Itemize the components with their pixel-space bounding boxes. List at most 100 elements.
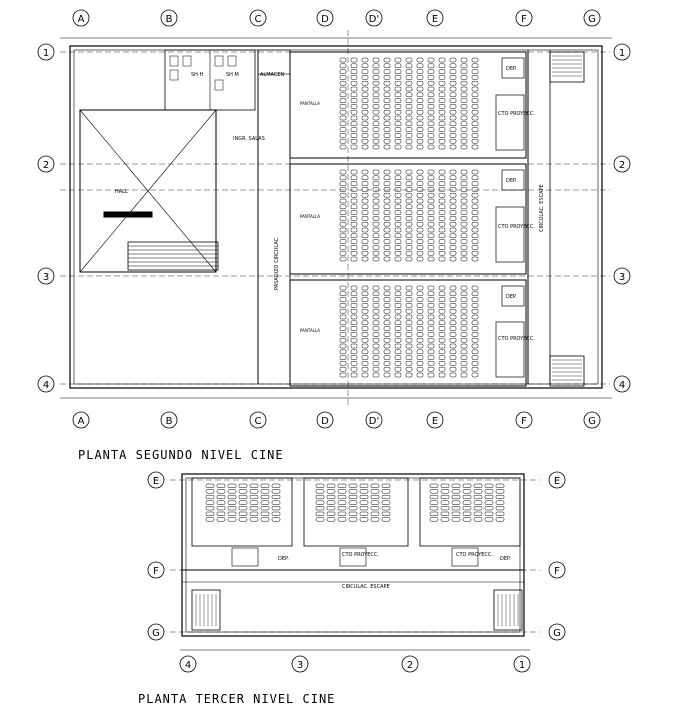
seat: [361, 75, 369, 80]
grid-row-f-left-3: F: [153, 566, 159, 577]
seat: [339, 216, 347, 221]
seat: [361, 343, 369, 349]
seat: [339, 303, 347, 308]
seat: [460, 98, 468, 103]
seat: [484, 483, 494, 488]
seat: [350, 204, 358, 210]
seat: [372, 109, 380, 115]
seat: [372, 245, 380, 250]
seat: [416, 227, 424, 233]
seat: [339, 227, 347, 233]
seat: [394, 355, 402, 360]
seat: [449, 308, 457, 314]
seat: [471, 233, 479, 239]
seat: [405, 221, 413, 227]
seat: [449, 250, 457, 256]
seat: [471, 63, 479, 69]
seating-rows-third-level: [205, 483, 505, 522]
room-cto-proyecc-1: CTO PROYECC.: [498, 111, 535, 117]
seat: [460, 349, 468, 355]
seat: [438, 216, 446, 221]
seat: [216, 506, 226, 511]
grid-col-e-top: E: [432, 14, 438, 25]
seat: [227, 517, 237, 522]
grid-col-f-top: F: [521, 14, 527, 25]
seat: [372, 326, 380, 331]
seat: [381, 483, 391, 488]
seat: [449, 92, 457, 98]
seat: [405, 138, 413, 144]
seat: [405, 314, 413, 320]
seat: [471, 245, 479, 250]
seat: [471, 75, 479, 80]
seat: [451, 500, 461, 505]
seat: [471, 355, 479, 360]
seat: [383, 69, 391, 74]
seat: [427, 349, 435, 355]
seat: [394, 109, 402, 115]
seat: [348, 500, 358, 505]
seat: [405, 109, 413, 115]
seat: [394, 104, 402, 109]
grid-row-e-right-3: E: [554, 476, 560, 487]
seat: [405, 337, 413, 343]
seat: [449, 175, 457, 181]
seat: [460, 144, 468, 150]
seat: [350, 245, 358, 250]
seat: [438, 314, 446, 320]
seat: [438, 121, 446, 127]
seat: [361, 63, 369, 69]
seat: [339, 198, 347, 204]
seat: [438, 291, 446, 297]
seat: [484, 511, 494, 516]
seat: [405, 291, 413, 297]
seat: [460, 198, 468, 204]
seat: [370, 500, 380, 505]
seat: [460, 69, 468, 74]
seat: [405, 233, 413, 239]
seat: [416, 308, 424, 314]
seat: [471, 210, 479, 215]
room-pasadizo: PASADIZO CIRCULAC.: [274, 236, 280, 290]
seat: [370, 517, 380, 522]
seat: [350, 216, 358, 221]
seat: [405, 308, 413, 314]
seat: [339, 92, 347, 98]
seat: [326, 489, 336, 494]
seat: [429, 511, 439, 516]
seat: [471, 361, 479, 366]
seat: [460, 75, 468, 80]
seat: [427, 291, 435, 297]
seat: [438, 92, 446, 98]
seat: [383, 216, 391, 221]
seat: [471, 227, 479, 233]
grid-col-b-bottom: B: [166, 416, 173, 427]
seat: [471, 332, 479, 337]
seat: [350, 320, 358, 326]
seat: [372, 361, 380, 366]
seat: [359, 483, 369, 488]
room-labels-third-level: CIRCULAC. ESCAPE DEP. CTO PROYECC. CTO P…: [278, 552, 511, 590]
seat: [350, 92, 358, 98]
seat: [361, 366, 369, 372]
grid-col-g-top: G: [588, 14, 596, 25]
seat: [427, 63, 435, 69]
seat: [427, 92, 435, 98]
seat: [416, 291, 424, 297]
seat: [440, 483, 450, 488]
seat: [416, 210, 424, 215]
seat: [315, 511, 325, 516]
seat: [416, 187, 424, 192]
seat: [339, 210, 347, 215]
seat: [405, 361, 413, 366]
seat: [372, 63, 380, 69]
seat: [339, 187, 347, 192]
seat: [473, 511, 483, 516]
seat: [405, 133, 413, 138]
seat: [381, 494, 391, 500]
seat: [350, 127, 358, 132]
seat: [372, 98, 380, 103]
grid-row-1-right: 1: [619, 48, 625, 59]
seat: [438, 250, 446, 256]
seat: [460, 216, 468, 221]
